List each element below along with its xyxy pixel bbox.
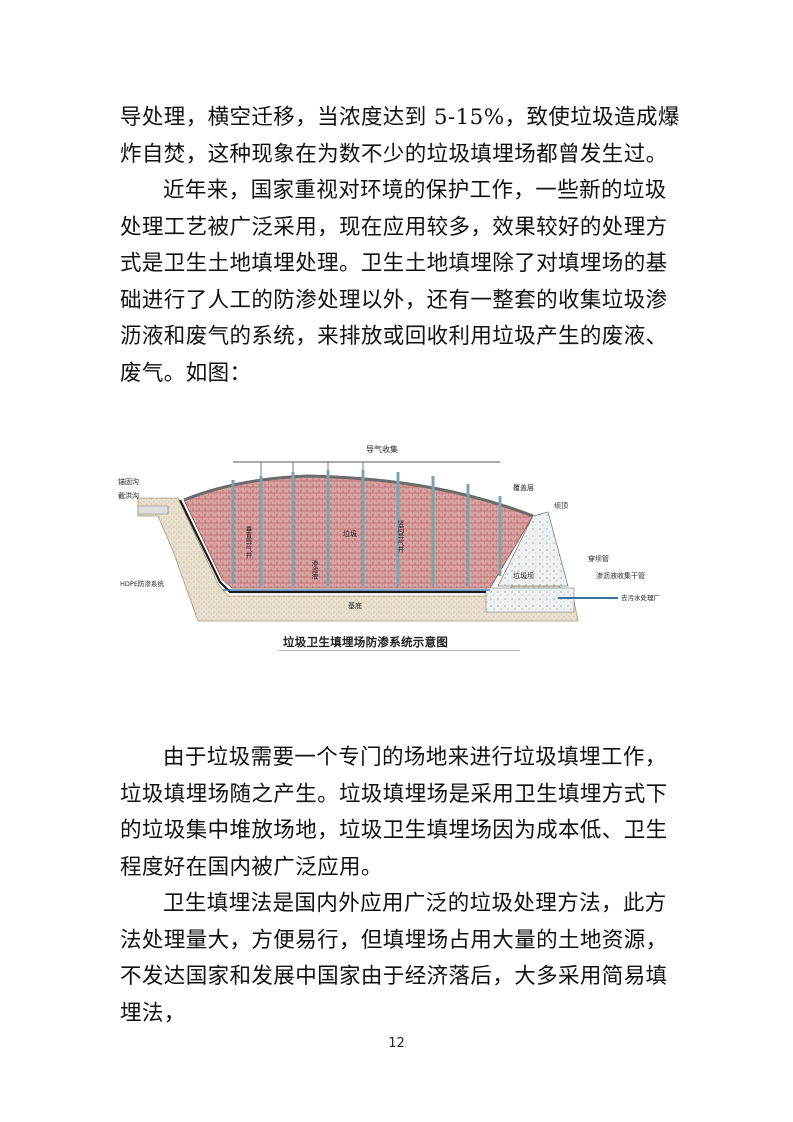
paragraph-landfill-intro: 近年来，国家重视对环境的保护工作，一些新的垃圾处理工艺被广泛采用，现在应用较多，… [120,178,668,386]
label-left-bottom: 截洪沟 [118,491,139,500]
paragraph-sanitary-landfill: 卫生填埋法是国内外应用广泛的垃圾处理方法，此方法处理量大，方便易行，但填埋场占用… [120,891,668,1026]
cover-layer [183,474,534,518]
label-gas-well-left: 垂直导气井 [244,525,252,560]
label-pipe-right: 穿坝管 [588,554,609,563]
dam [497,511,569,587]
figure-caption: 垃圾卫生填埋场防渗系统示意图 [283,635,449,649]
waste-body [183,475,534,589]
label-base: 基底 [348,601,362,610]
landfill-diagram: 导气收集 锚固沟 截洪沟 覆盖层 坝顶 垂直导气井 竖向导气井 垃圾 渗滤液 垃… [118,436,686,658]
paragraph-landfill-origin: 由于垃圾需要一个专门的场地来进行垃圾填埋工作，垃圾填埋场随之产生。垃圾填埋场是采… [120,745,668,880]
page-number: 12 [388,1036,405,1051]
label-top-pipe: 导气收集 [366,444,398,454]
label-cover: 覆盖层 [513,483,534,492]
label-waste: 垃圾 [343,529,357,538]
label-dam: 垃圾坝 [513,571,534,580]
paragraph-continuation: 导处理，横空迁移，当浓度达到 5-15%，致使垃圾造成爆炸自焚，这种现象在为数不… [120,105,680,167]
label-to-plant: 去污水处理厂 [621,593,661,602]
label-collection-main: 渗沥液收集干管 [596,571,645,580]
label-dam-top: 坝顶 [554,501,568,510]
label-leachate: 渗滤液 [310,559,318,581]
label-left-top: 锚固沟 [118,477,139,486]
liner [179,499,490,594]
label-liner: HDPE防渗系统 [120,579,164,588]
label-gas-well-right: 竖向导气井 [396,519,404,554]
caption-underline [278,650,520,651]
gas-wells [231,470,502,586]
